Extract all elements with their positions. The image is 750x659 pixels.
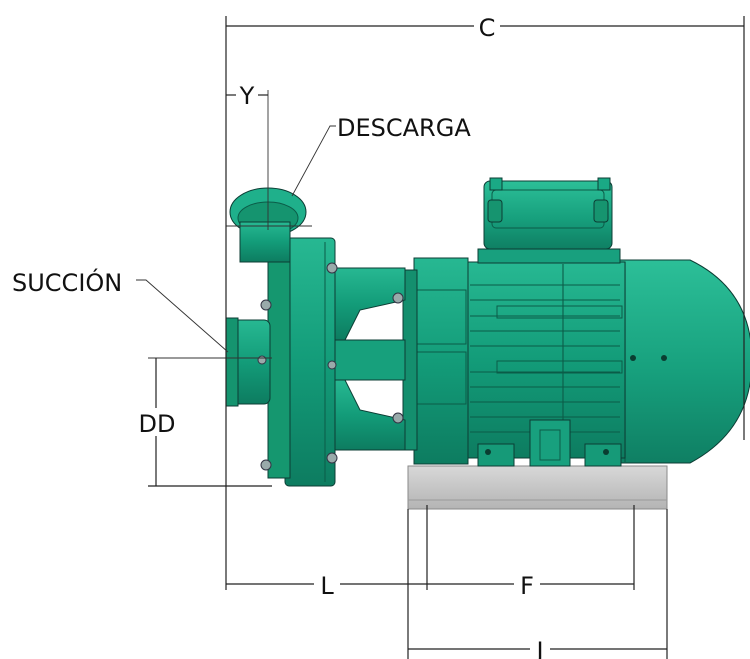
label-j: J	[534, 637, 543, 659]
motor-fins	[470, 264, 620, 456]
dimension-dd: DD	[139, 358, 272, 487]
suction-nozzle	[225, 317, 271, 407]
bearing-bracket	[329, 257, 469, 465]
succion-callout: SUCCIÓN	[12, 267, 229, 353]
label-descarga: DESCARGA	[337, 114, 471, 142]
dimension-f: F	[427, 505, 635, 600]
center-lines	[148, 90, 312, 359]
label-y: Y	[239, 82, 255, 110]
label-c: C	[479, 14, 496, 42]
label-dd: DD	[139, 410, 176, 438]
base-plate	[407, 465, 668, 510]
dimension-l: L	[226, 505, 428, 600]
label-f: F	[520, 572, 534, 600]
dimension-j: J	[407, 509, 668, 659]
dimension-y: Y	[226, 82, 268, 110]
motor	[464, 177, 750, 467]
label-succion: SUCCIÓN	[12, 267, 122, 297]
descarga-callout: DESCARGA	[291, 114, 471, 197]
dimension-c: C	[225, 14, 745, 590]
label-l: L	[320, 572, 334, 600]
pump-volute	[260, 237, 338, 487]
